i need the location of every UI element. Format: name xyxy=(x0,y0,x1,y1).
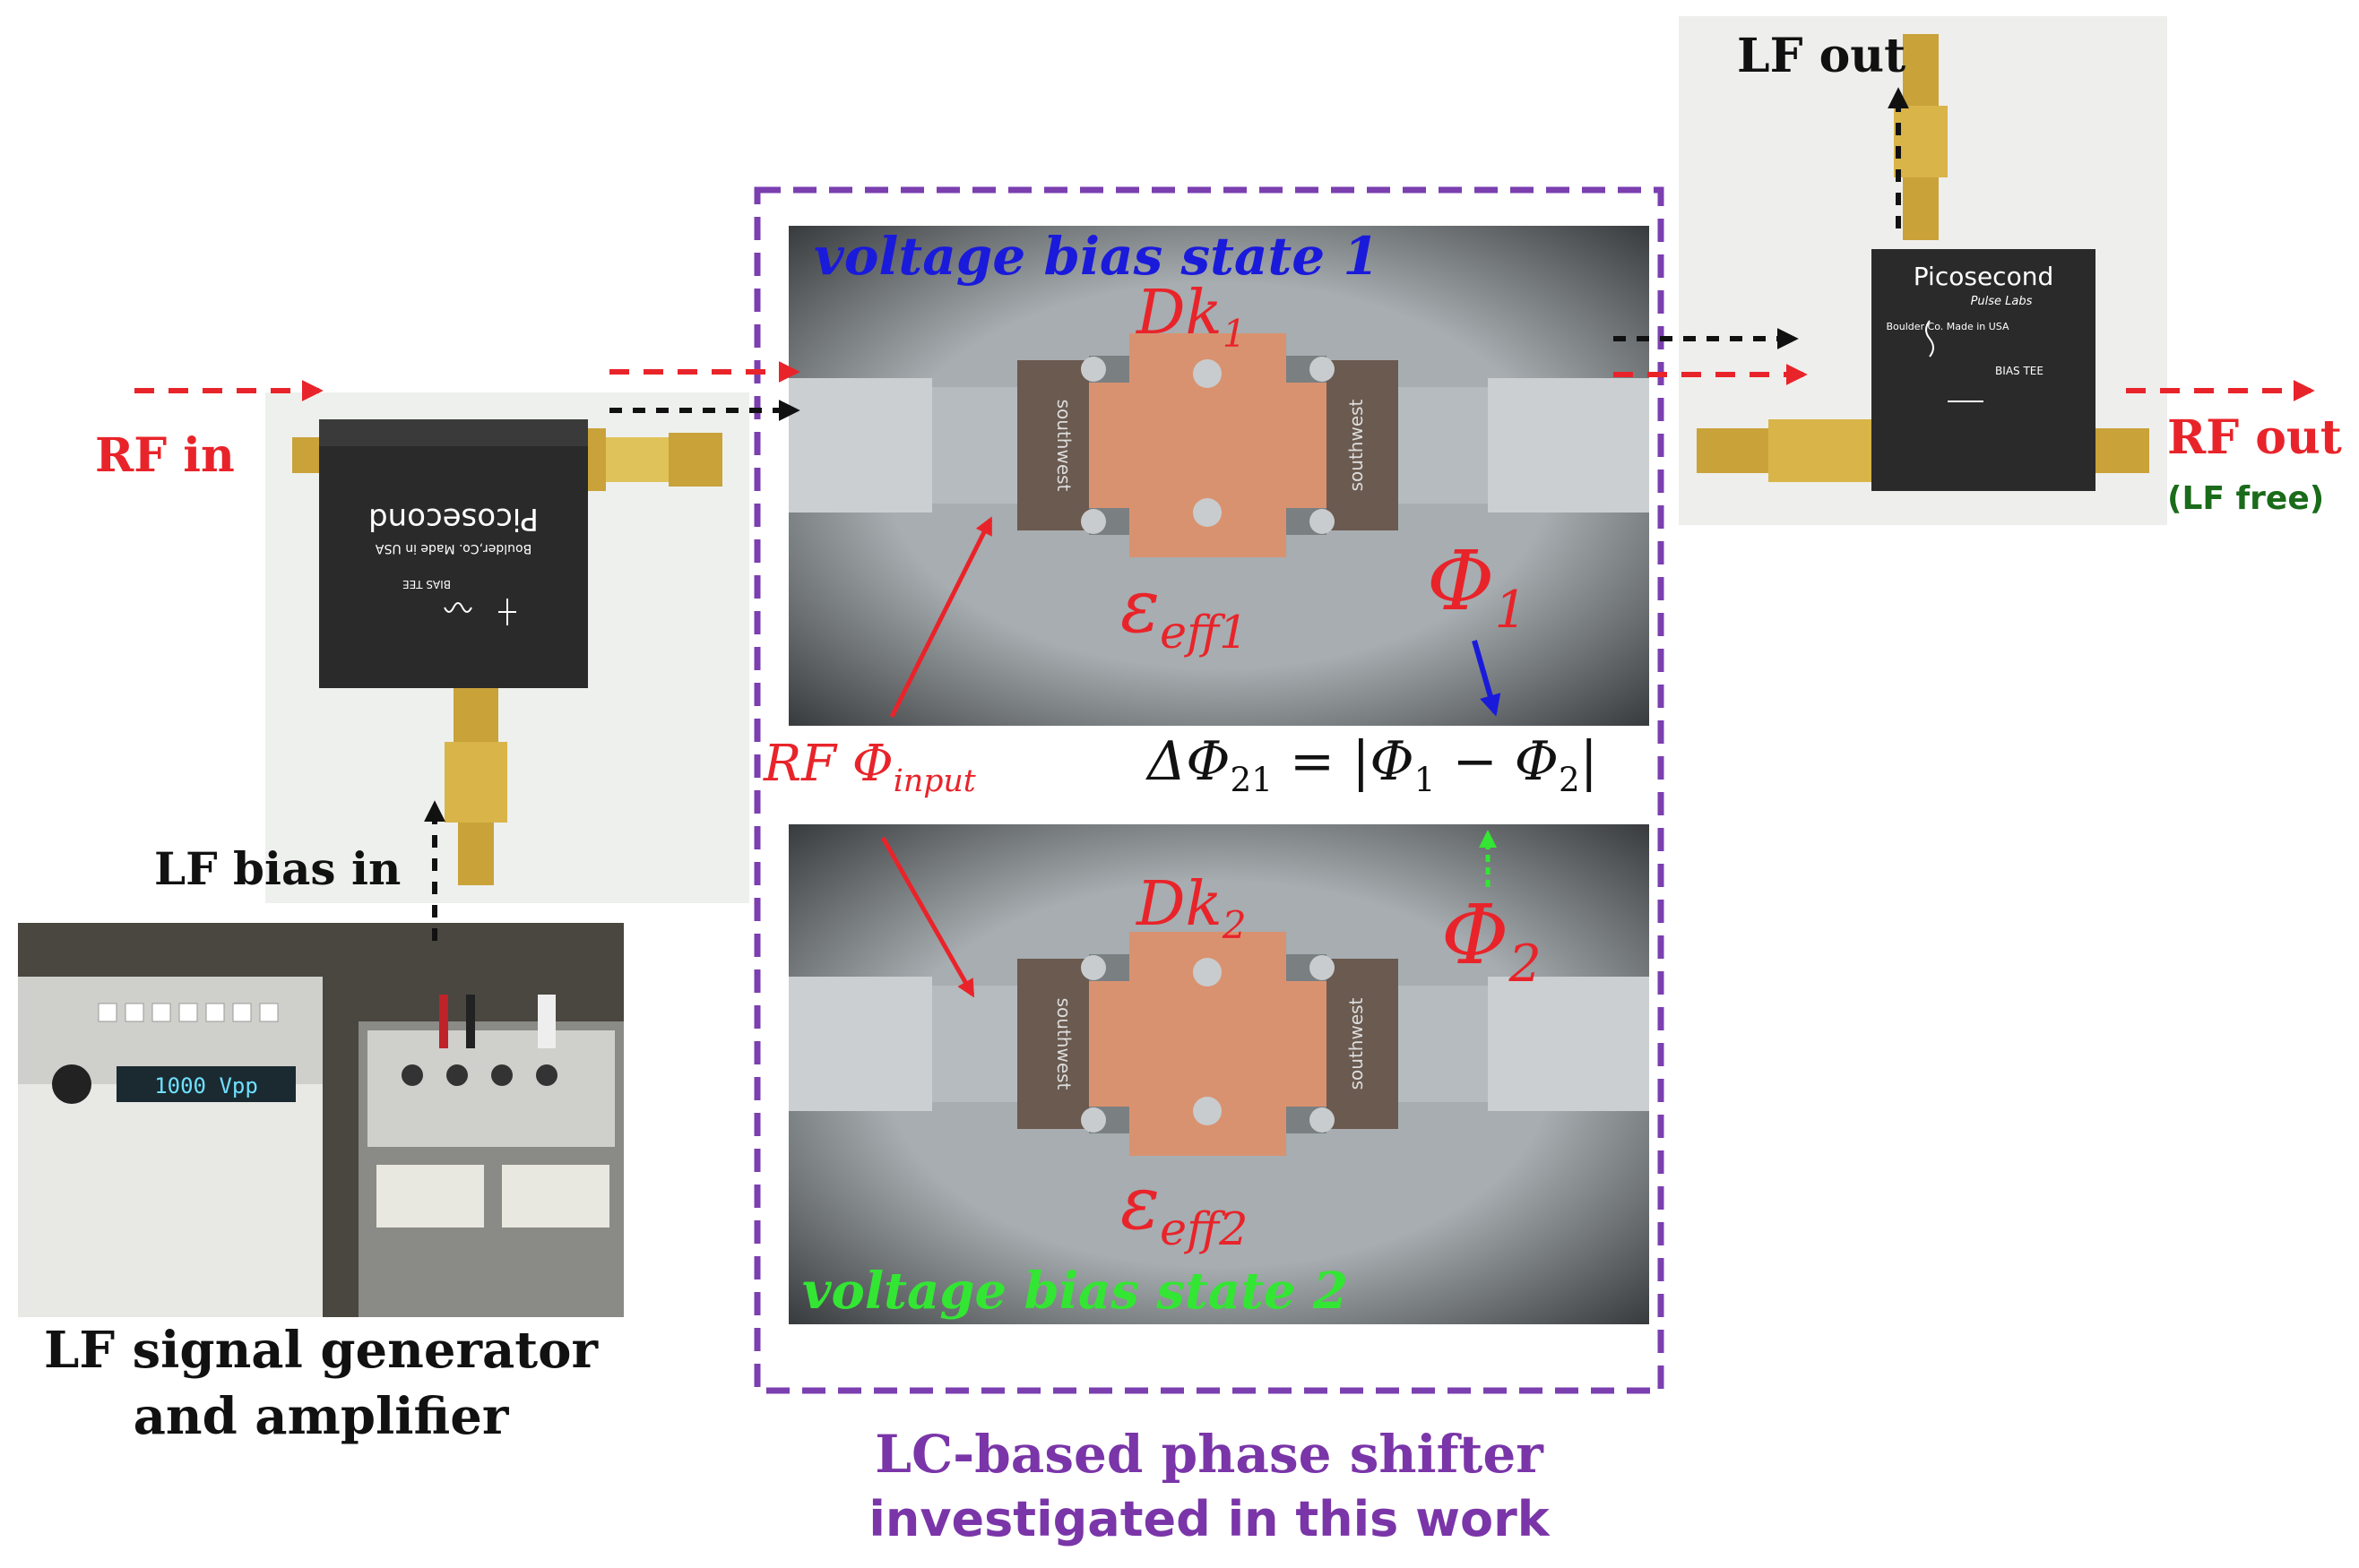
eq-phi-a-sub: 1 xyxy=(1413,760,1436,800)
generator-caption-line2: and amplifier xyxy=(133,1387,509,1446)
generator-caption: LF signal generator and amplifier xyxy=(18,1317,624,1450)
right-device-location: Boulder,Co. Made in USA xyxy=(1886,321,2009,332)
connector-mark-right-1: southwest xyxy=(1345,399,1367,491)
right-device-model: BIAS TEE xyxy=(1995,365,2044,377)
rf-in-label: RF in xyxy=(95,428,235,483)
left-device-location: Boulder,Co. Made in USA xyxy=(375,541,531,556)
dk2-label: Dk2 xyxy=(1136,869,1247,947)
dk1-sub: 1 xyxy=(1222,311,1247,356)
left-device-brand: Picosecond xyxy=(368,501,539,537)
eq-delta-sub: 21 xyxy=(1230,760,1273,800)
state1-text: voltage bias state 1 xyxy=(814,226,1379,287)
left-bias-tee-photo: Picosecond Boulder,Co. Made in USA BIAS … xyxy=(265,392,749,903)
lf-free-label: (LF free) xyxy=(2167,480,2325,517)
eps1-sub: eff1 xyxy=(1160,605,1249,659)
eq-minus: − xyxy=(1435,730,1515,793)
eq-delta: ΔΦ xyxy=(1147,730,1231,793)
eps-eff2-label: εeff2 xyxy=(1120,1161,1248,1255)
connector-mark-left-2: southwest xyxy=(1053,998,1075,1090)
right-bias-tee-photo: Picosecond Pulse Labs Boulder,Co. Made i… xyxy=(1679,16,2167,525)
generator-display: 1000 Vpp xyxy=(154,1073,258,1098)
dk2-sub: 2 xyxy=(1222,902,1247,947)
phi2-base: Φ xyxy=(1441,887,1509,983)
state1-label: voltage bias state 1 xyxy=(814,226,1379,287)
state2-label: voltage bias state 2 xyxy=(802,1262,1348,1321)
phi1-base: Φ xyxy=(1427,533,1495,629)
rf-phi-input-label: RF Φinput xyxy=(764,735,976,799)
eq-mid: = | xyxy=(1272,730,1370,793)
phi1-sub: 1 xyxy=(1494,580,1527,640)
rf-phi-input-pointer-down xyxy=(880,836,975,998)
eq-phi-b-sub: 2 xyxy=(1559,760,1580,800)
right-device-sublabel: Pulse Labs xyxy=(1971,295,2033,308)
eps-eff1-label: εeff1 xyxy=(1120,564,1248,659)
rf-phi-sub: input xyxy=(893,763,976,800)
phi1-label: Φ1 xyxy=(1427,533,1527,640)
left-device-model: BIAS TEE xyxy=(402,578,451,590)
phase-shifter-caption: LC-based phase shifter investigated in t… xyxy=(757,1420,1661,1551)
lf-out-label: LF out xyxy=(1737,29,1906,83)
rf-out-label: RF out xyxy=(2167,410,2342,465)
eq-phi-b: Φ xyxy=(1514,730,1559,793)
dk2-base: Dk xyxy=(1136,869,1223,940)
eq-end: | xyxy=(1579,730,1598,793)
state2-text: voltage bias state 2 xyxy=(802,1262,1348,1321)
eps2-sub: eff2 xyxy=(1160,1202,1249,1255)
eps2-base: ε xyxy=(1120,1161,1161,1246)
generator-caption-line1: LF signal generator xyxy=(44,1321,598,1380)
phi2-label: Φ2 xyxy=(1441,887,1542,994)
eps1-base: ε xyxy=(1120,564,1161,650)
signal-generator-photo: 1000 Vpp xyxy=(18,923,624,1317)
phase-shifter-box xyxy=(754,186,1664,1394)
right-device-brand: Picosecond xyxy=(1914,262,2053,291)
dk1-label: Dk1 xyxy=(1136,278,1247,356)
phase-shifter-photo-state2: southwest southwest xyxy=(789,824,1649,1324)
lf-bias-in-label: LF bias in xyxy=(154,842,402,895)
rf-phi-base: RF Φ xyxy=(764,735,894,793)
phi1-arrow xyxy=(1472,640,1501,717)
rf-phi-input-pointer-up xyxy=(889,516,993,719)
eq-phi-a: Φ xyxy=(1370,730,1414,793)
connector-mark-left-1: southwest xyxy=(1053,400,1075,492)
phi2-sub: 2 xyxy=(1508,934,1542,994)
connector-mark-right-2: southwest xyxy=(1345,997,1367,1090)
phase-shifter-photo-state1: southwest southwest xyxy=(789,226,1649,726)
phase-difference-equation: ΔΦ21 = |Φ1 − Φ2| xyxy=(1147,730,1598,799)
caption-line2: investigated in this work xyxy=(868,1491,1550,1547)
caption-line1: LC-based phase shifter xyxy=(875,1424,1543,1485)
dk1-base: Dk xyxy=(1136,278,1223,349)
